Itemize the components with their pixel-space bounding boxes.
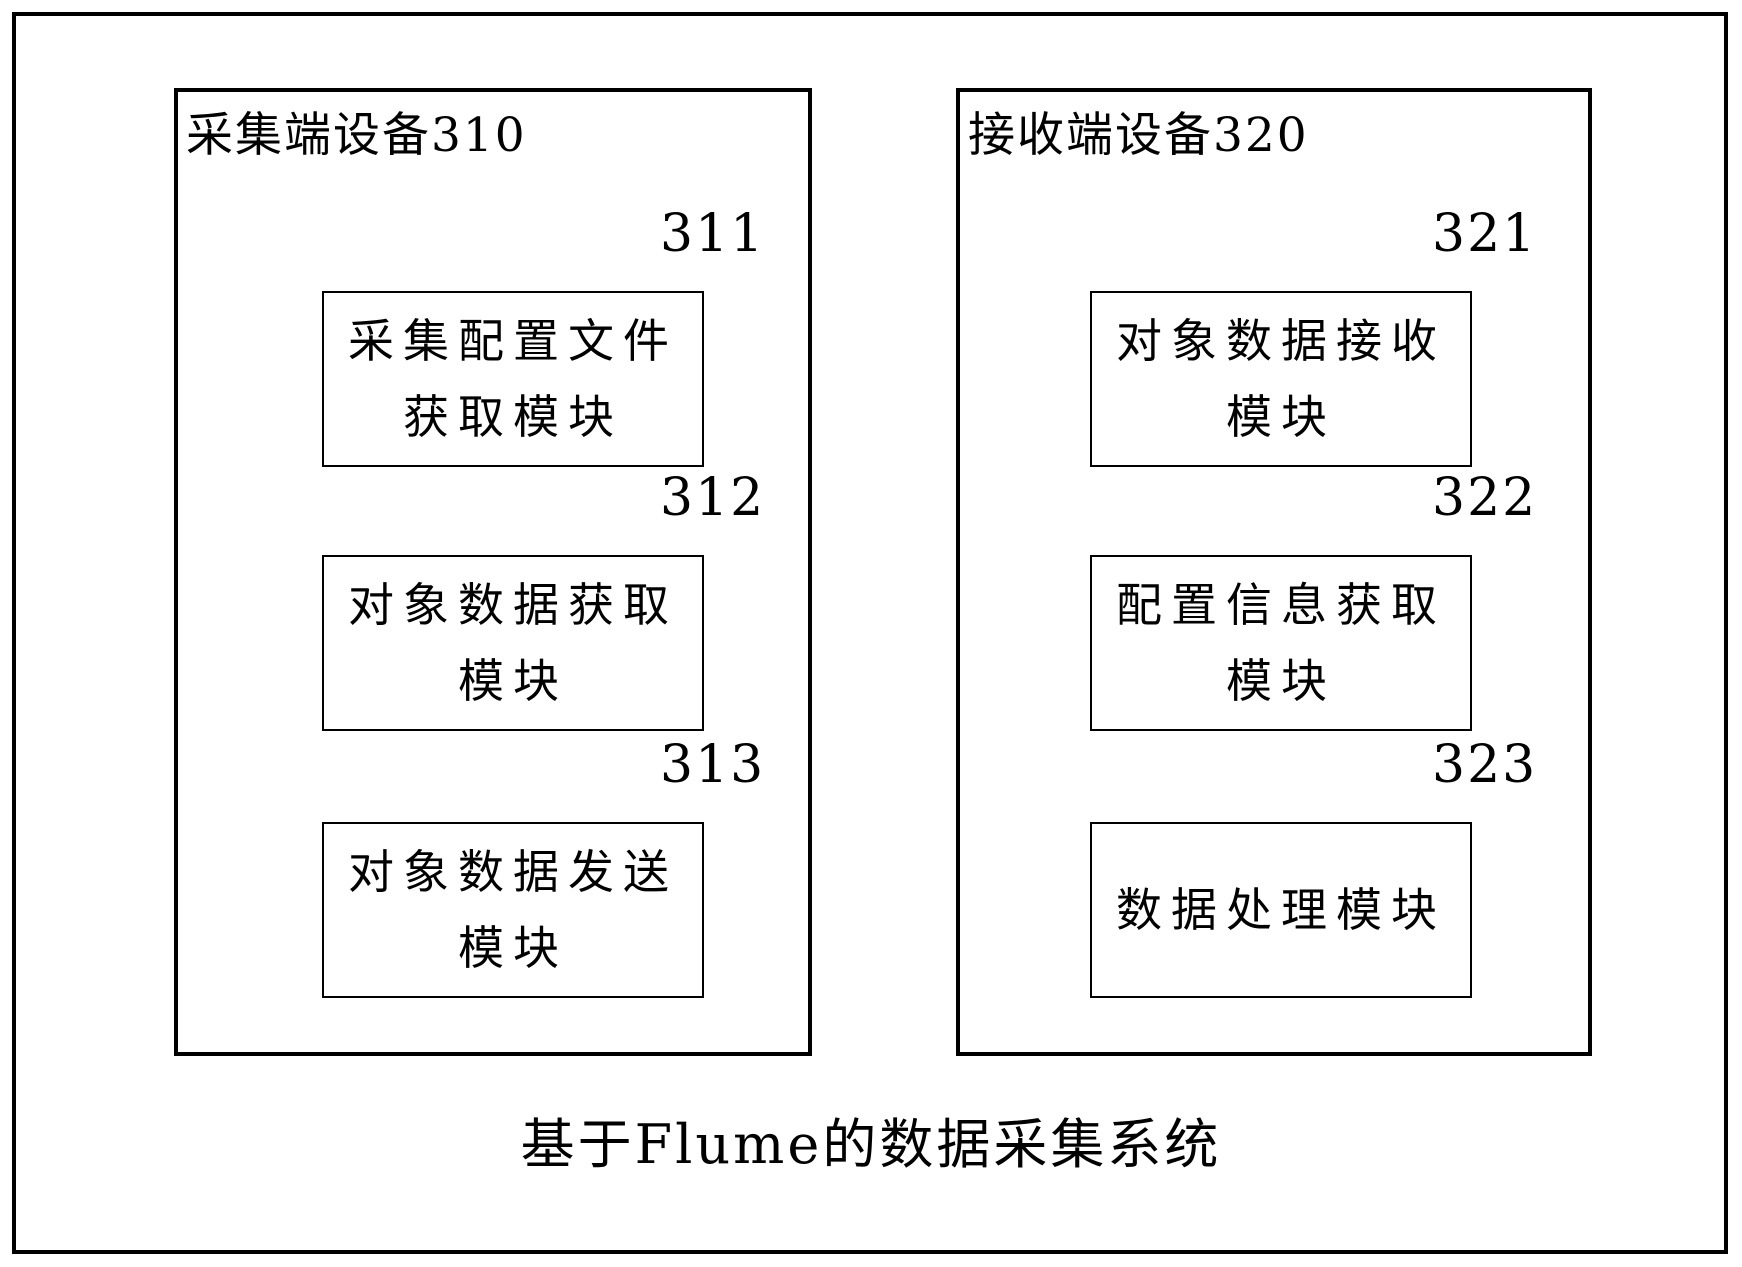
ref-numeral-313: 313: [660, 735, 766, 795]
module-box-323: 数据处理模块: [1090, 822, 1472, 998]
figure-caption: 基于Flume的数据采集系统: [520, 1113, 1222, 1176]
module-321-text-line1: 对象数据接收: [1116, 314, 1446, 368]
module-box-311: 采集配置文件 获取模块: [322, 291, 704, 467]
module-321-text-line2: 模块: [1226, 390, 1336, 444]
module-box-313: 对象数据发送 模块: [322, 822, 704, 998]
module-313-text-line1: 对象数据发送: [348, 845, 678, 899]
module-312-text-line1: 对象数据获取: [348, 578, 678, 632]
module-311-text-line2: 获取模块: [403, 390, 623, 444]
ref-numeral-311: 311: [660, 204, 766, 264]
ref-numeral-323: 323: [1432, 735, 1538, 795]
receiver-device-box: 接收端设备320 对象数据接收 模块 配置信息获取 模块 数据处理模块: [956, 88, 1592, 1056]
ref-numeral-312: 312: [660, 468, 766, 528]
module-322-text-line1: 配置信息获取: [1116, 578, 1446, 632]
module-313-text-line2: 模块: [458, 921, 568, 975]
module-box-312: 对象数据获取 模块: [322, 555, 704, 731]
collector-device-box: 采集端设备310 采集配置文件 获取模块 对象数据获取 模块 对象数据发送 模块: [174, 88, 812, 1056]
receiver-device-title: 接收端设备320: [968, 108, 1309, 163]
module-box-322: 配置信息获取 模块: [1090, 555, 1472, 731]
module-box-321: 对象数据接收 模块: [1090, 291, 1472, 467]
module-322-text-line2: 模块: [1226, 654, 1336, 708]
ref-numeral-322: 322: [1432, 468, 1538, 528]
figure-border: [12, 12, 1728, 1254]
ref-numeral-321: 321: [1432, 204, 1538, 264]
module-312-text-line2: 模块: [458, 654, 568, 708]
module-323-text-line1: 数据处理模块: [1116, 883, 1446, 937]
module-311-text-line1: 采集配置文件: [348, 314, 678, 368]
collector-device-title: 采集端设备310: [186, 108, 527, 163]
